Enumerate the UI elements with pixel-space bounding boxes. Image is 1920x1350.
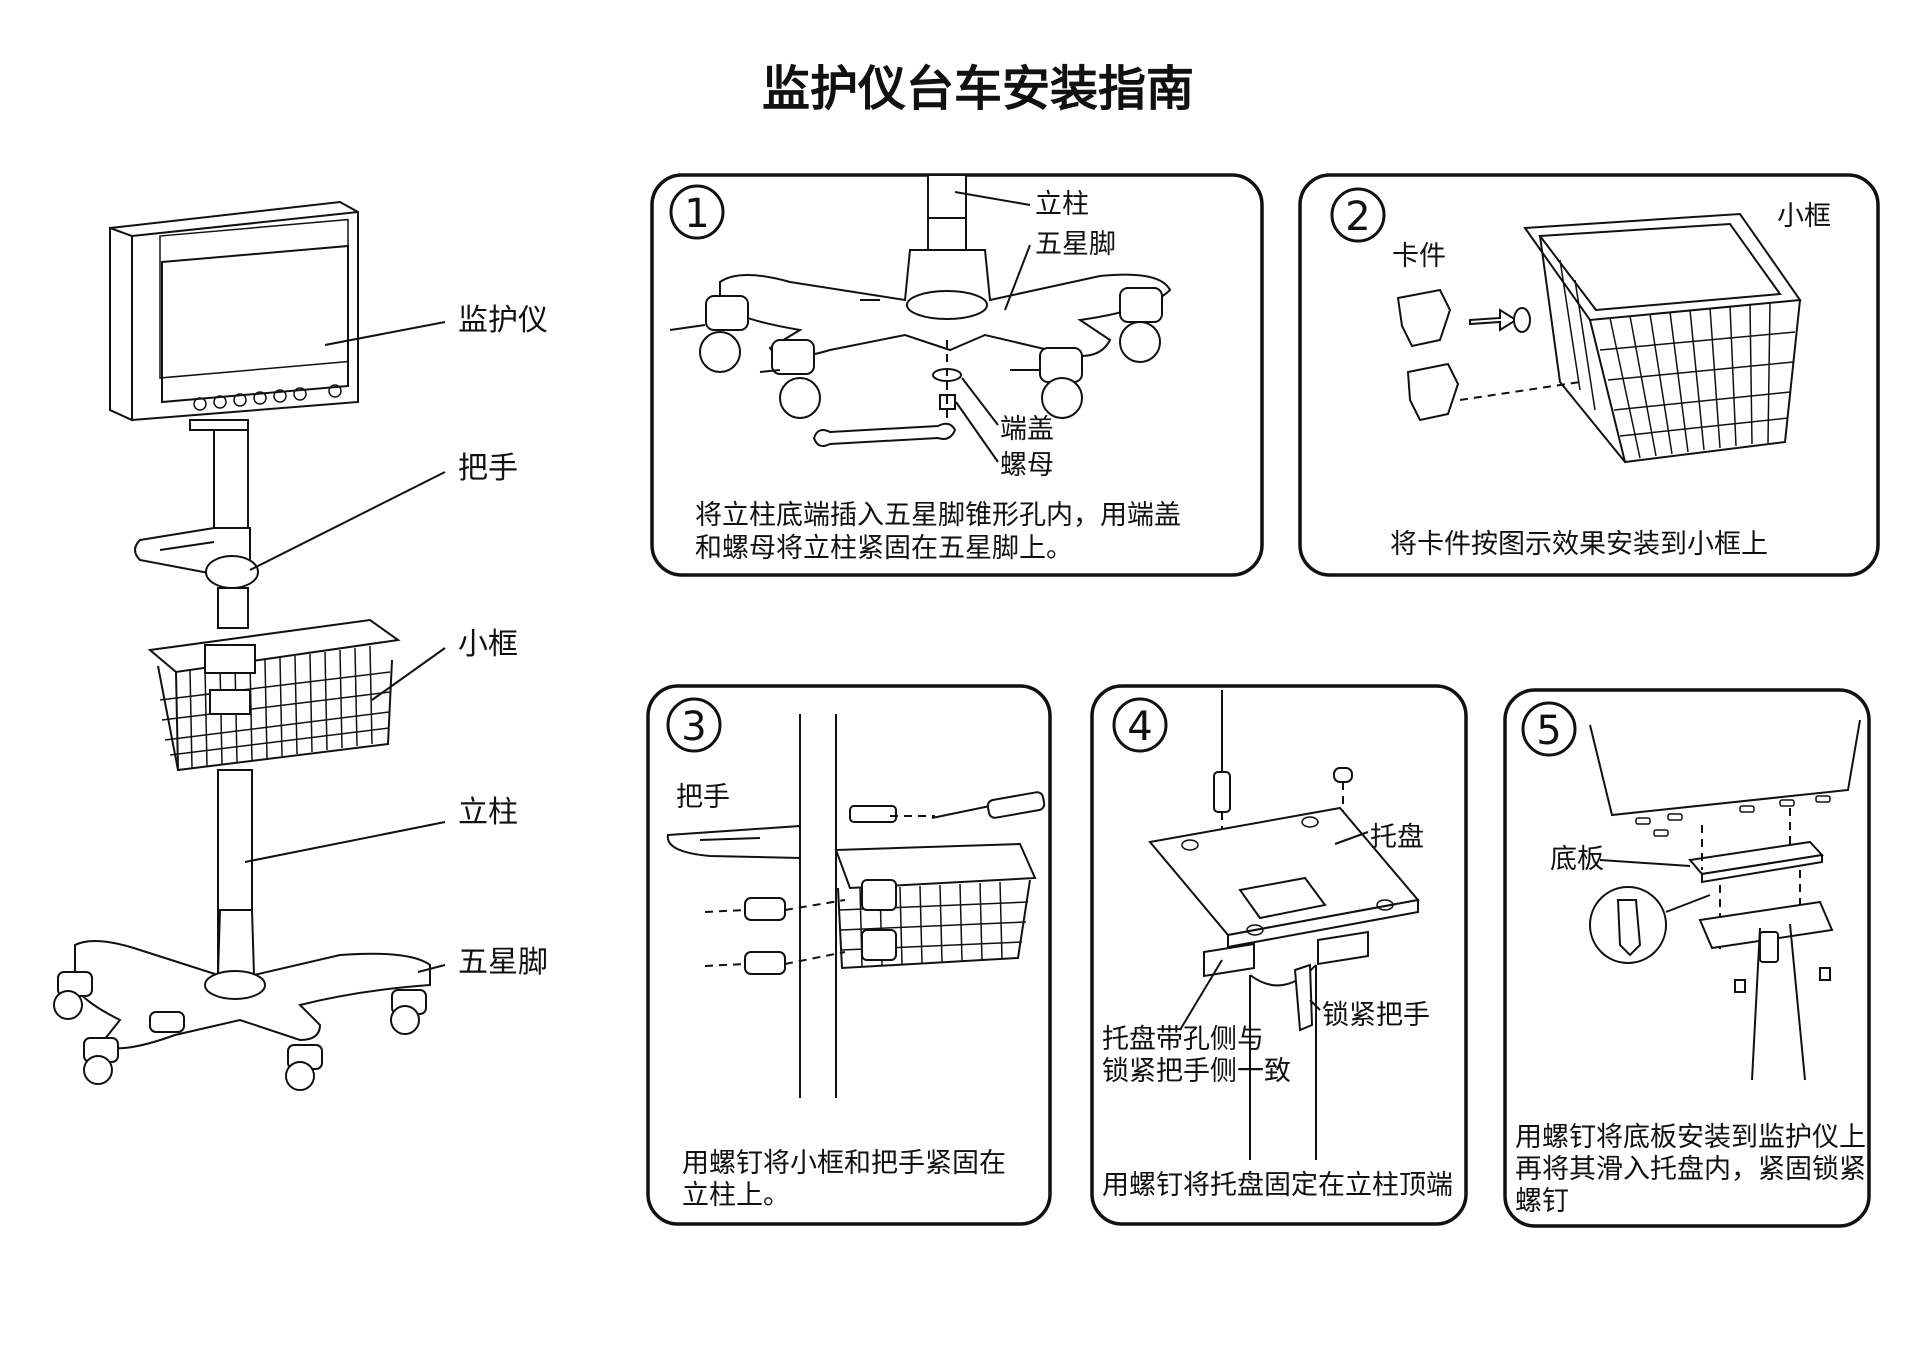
step-3-panel: 3: [646, 684, 1052, 1226]
step-1-label-nut: 螺母: [1000, 450, 1054, 481]
step-4-label-lock-handle: 锁紧把手: [1322, 1000, 1430, 1031]
step-4-caption: 用螺钉将托盘固定在立柱顶端: [1102, 1170, 1453, 1201]
label-monitor: 监护仪: [458, 303, 548, 338]
step-5-caption-line2: 再将其滑入托盘内，紧固锁紧: [1515, 1154, 1866, 1185]
label-handle: 把手: [458, 451, 518, 486]
step-3-caption-line1: 用螺钉将小框和把手紧固在: [682, 1148, 1006, 1179]
step-2-label-basket: 小框: [1777, 201, 1831, 232]
label-basket: 小框: [458, 627, 518, 662]
label-base: 五星脚: [458, 945, 548, 980]
page-title: 监护仪台车安装指南: [762, 61, 1194, 117]
step-1-caption-line1: 将立柱底端插入五星脚锥形孔内，用端盖: [695, 500, 1181, 531]
step-5-label-plate: 底板: [1550, 844, 1604, 875]
step-1-number: 1: [684, 191, 709, 237]
step-3-label-handle: 把手: [676, 782, 730, 813]
step-1-panel: 1 立柱: [650, 173, 1264, 577]
label-pole: 立柱: [458, 795, 518, 830]
step-4-number: 4: [1127, 704, 1152, 750]
step-4-label-align-line2: 锁紧把手侧一致: [1102, 1056, 1291, 1087]
step-2-caption: 将卡件按图示效果安装到小框上: [1390, 529, 1768, 560]
step-4-panel: 4 托盘 托盘带孔侧与 锁紧把手侧一致 锁紧把手 用螺钉将托: [1090, 684, 1468, 1226]
step-1-caption-line2: 和螺母将立柱紧固在五星脚上。: [695, 533, 1073, 564]
base-illustration: [53, 909, 431, 1091]
step-2-panel: 2 卡件 小框 将卡件按图示效果安装到小框上: [1298, 173, 1880, 577]
basket-illustration: [147, 618, 401, 772]
step-3-number: 3: [681, 704, 706, 750]
step-5-number: 5: [1536, 708, 1561, 754]
step-1-label-base: 五星脚: [1035, 229, 1116, 260]
step-2-label-clip: 卡件: [1392, 241, 1446, 272]
step-5-caption-line3: 螺钉: [1515, 1186, 1569, 1217]
monitor-illustration: [109, 200, 359, 422]
step-5-panel: 5 底板 用螺钉将底板安装到监护仪上 再将其滑入托盘内: [1503, 688, 1871, 1228]
step-3-caption-line2: 立柱上。: [682, 1180, 790, 1211]
step-4-label-tray: 托盘: [1370, 822, 1424, 853]
step-1-label-cap: 端盖: [1000, 414, 1054, 445]
step-1-label-pole: 立柱: [1035, 189, 1089, 220]
step-2-basket: [1523, 212, 1802, 464]
cart-overview: 监护仪 把手 小框 立柱 五星脚: [53, 200, 548, 1091]
step-2-number: 2: [1345, 194, 1370, 240]
step-5-caption-line1: 用螺钉将底板安装到监护仪上: [1515, 1122, 1866, 1153]
step-4-label-align-line1: 托盘带孔侧与: [1102, 1024, 1264, 1055]
